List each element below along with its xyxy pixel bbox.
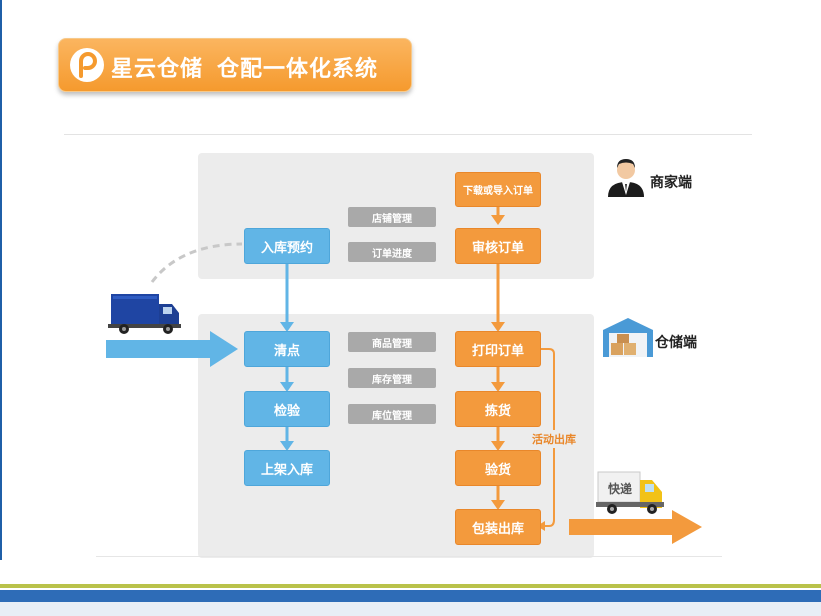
bottom-rule: [96, 556, 722, 557]
warehouse-role-label: 仓储端: [655, 335, 697, 351]
tool-store-management: 店铺管理: [348, 207, 436, 227]
left-edge-line: [0, 0, 2, 560]
header-banner: 星云仓储仓配一体化系统: [58, 38, 412, 92]
banner-title: 星云仓储仓配一体化系统: [111, 51, 379, 82]
courier-label: 快递: [608, 482, 633, 496]
header-divider: [64, 134, 752, 135]
flow-step-inbound-booking: 入库预约: [244, 228, 330, 264]
flow-step-shelve: 上架入库: [244, 450, 330, 486]
merchant-role-label: 商家端: [650, 175, 692, 191]
outbound-big-arrow: [569, 510, 702, 544]
system-subtitle: 仓配一体化系统: [217, 57, 379, 82]
flow-step-verify: 验货: [455, 450, 541, 486]
tool-location-management: 库位管理: [348, 404, 436, 424]
tool-inventory-management: 库存管理: [348, 368, 436, 388]
flow-step-inspect: 检验: [244, 391, 330, 427]
flow-step-print-orders: 打印订单: [455, 331, 541, 367]
brand-name: 星云仓储: [111, 57, 204, 82]
flow-step-pick: 拣货: [455, 391, 541, 427]
footer-stripe-blue: [0, 590, 821, 602]
footer-stripe-green: [0, 584, 821, 588]
booking-dashed-curve: [150, 242, 243, 283]
businessman-icon: [608, 159, 644, 197]
tool-product-management: 商品管理: [348, 332, 436, 352]
pin-logo-icon: [70, 48, 104, 82]
active-outbound-label: 活动出库: [532, 430, 576, 448]
tool-order-progress: 订单进度: [348, 242, 436, 262]
flow-step-download-orders: 下载或导入订单: [455, 172, 541, 207]
warehouse-icon: [603, 318, 653, 357]
inbound-big-arrow: [106, 331, 238, 367]
flow-step-count: 清点: [244, 331, 330, 367]
flow-step-review-orders: 审核订单: [455, 228, 541, 264]
flow-step-pack-ship: 包装出库: [455, 509, 541, 545]
footer-stripe-light: [0, 602, 821, 616]
blue-truck-icon: [108, 294, 181, 334]
courier-truck-icon: [596, 471, 664, 514]
